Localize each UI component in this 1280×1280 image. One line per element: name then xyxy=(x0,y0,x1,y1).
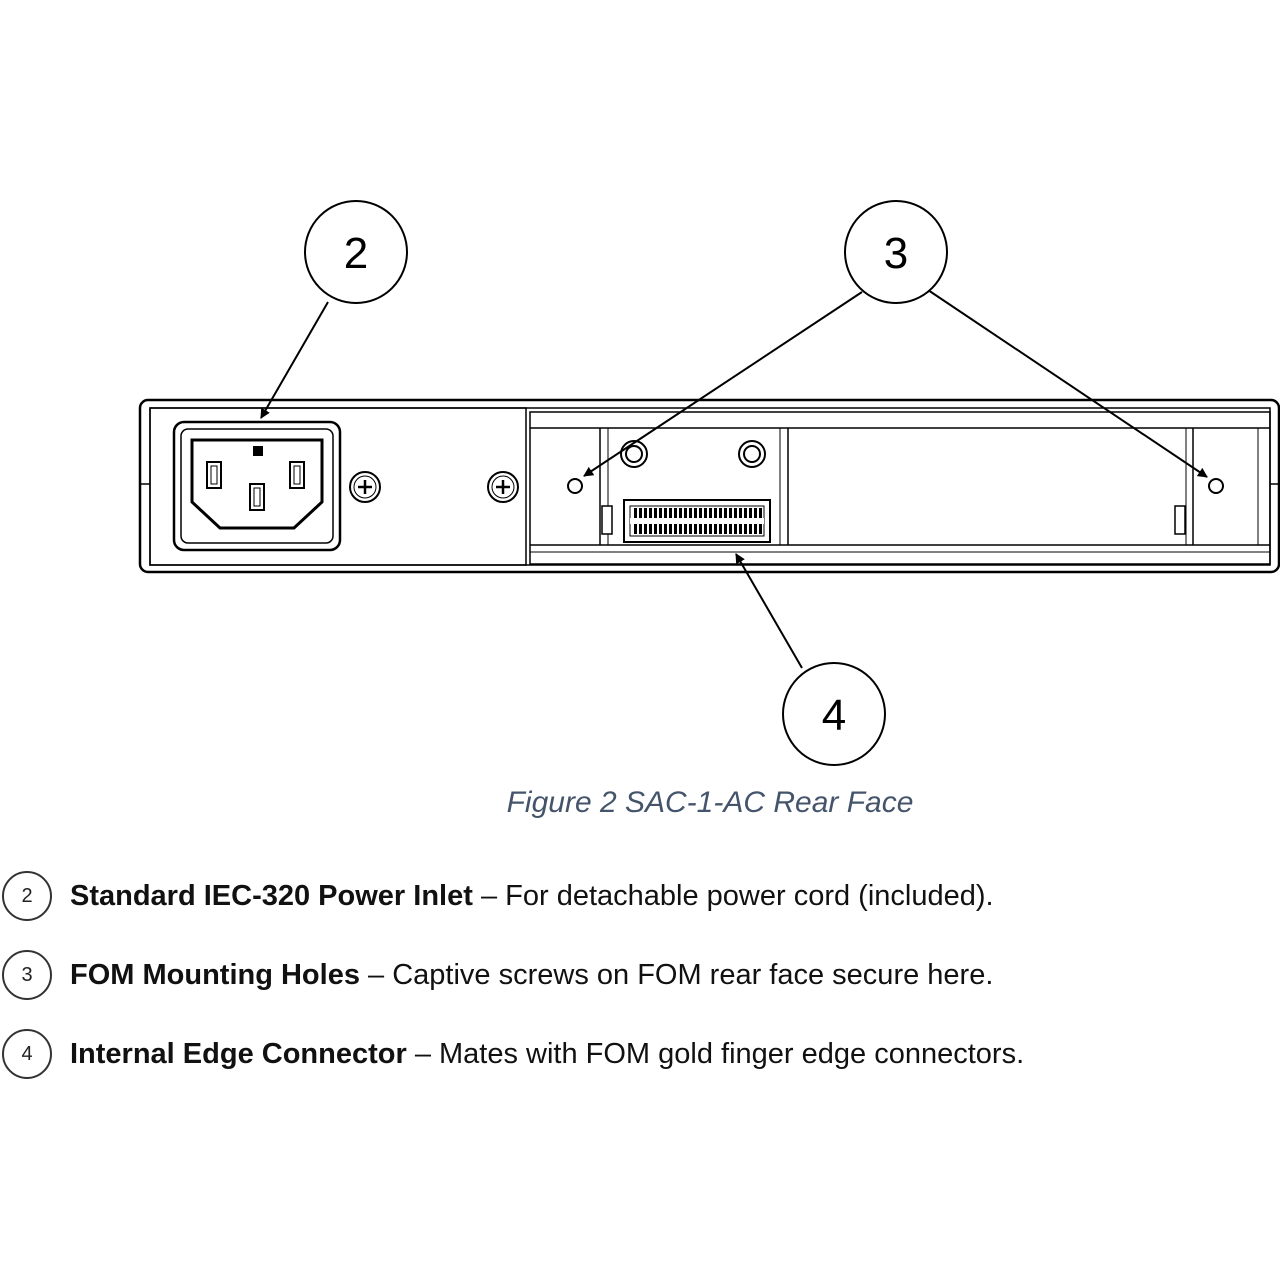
inlet-key-mark xyxy=(253,446,263,456)
power-inlet-section xyxy=(149,407,527,566)
latch-right xyxy=(1174,505,1186,535)
legend-item: 2 Standard IEC-320 Power Inlet – For det… xyxy=(0,866,994,926)
connector-pins xyxy=(630,508,764,534)
inlet-pin-left xyxy=(206,461,222,489)
legend-description: – Captive screws on FOM rear face secure… xyxy=(359,958,994,991)
legend-text: FOM Mounting Holes – Captive screws on F… xyxy=(70,959,993,992)
legend-description: – For detachable power cord (included). xyxy=(472,879,994,912)
legend-number-badge: 2 xyxy=(2,871,52,921)
inlet-pin-ground xyxy=(249,483,265,511)
callout-4: 4 xyxy=(782,662,886,766)
legend-item: 3 FOM Mounting Holes – Captive screws on… xyxy=(0,945,993,1005)
legend-description: – Mates with FOM gold finger edge connec… xyxy=(406,1037,1025,1070)
legend-term: Standard IEC-320 Power Inlet xyxy=(70,879,473,912)
legend-term: Internal Edge Connector xyxy=(70,1037,407,1070)
legend-number-badge: 4 xyxy=(2,1029,52,1079)
legend-number-badge: 3 xyxy=(2,950,52,1000)
standoff-right xyxy=(738,440,766,468)
fom-slot xyxy=(529,411,1271,565)
edge-connector xyxy=(623,499,771,543)
legend-text: Internal Edge Connector – Mates with FOM… xyxy=(70,1038,1024,1071)
screw-icon xyxy=(487,471,519,503)
inlet-pin-right xyxy=(289,461,305,489)
latch-left xyxy=(601,505,613,535)
callout-3-number: 3 xyxy=(884,229,908,278)
connector-center-rib xyxy=(630,518,764,524)
leader-lines xyxy=(260,289,1208,669)
callout-2-number: 2 xyxy=(344,229,368,278)
mounting-hole-right xyxy=(1208,478,1224,494)
mounting-hole-left xyxy=(567,478,583,494)
standoff-left xyxy=(620,440,648,468)
screw-icon xyxy=(349,471,381,503)
figure-caption: Figure 2 SAC-1-AC Rear Face xyxy=(506,786,914,819)
callout-3: 3 xyxy=(844,200,948,304)
callout-4-number: 4 xyxy=(822,691,846,740)
callout-2: 2 xyxy=(304,200,408,304)
legend-text: Standard IEC-320 Power Inlet – For detac… xyxy=(70,880,994,913)
legend-term: FOM Mounting Holes xyxy=(70,958,360,991)
legend-item: 4 Internal Edge Connector – Mates with F… xyxy=(0,1024,1024,1084)
rear-face-diagram: 2 3 4 xyxy=(138,200,1280,766)
